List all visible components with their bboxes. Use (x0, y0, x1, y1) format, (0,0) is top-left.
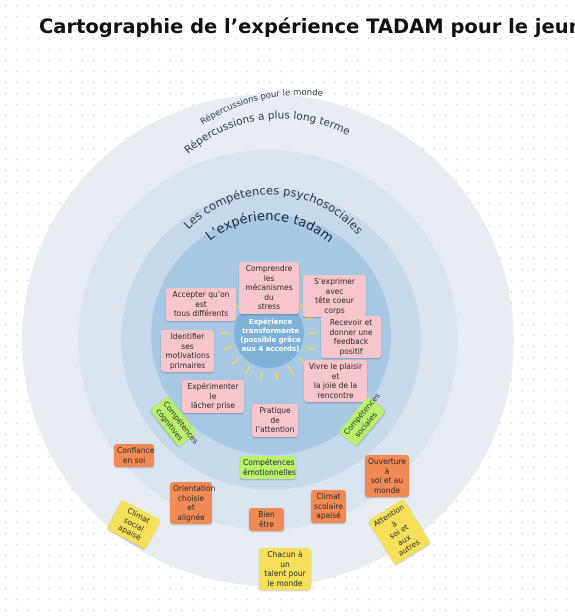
note-feedback: Recevoir et donner une feedback positif (321, 316, 381, 358)
sun-ray (288, 366, 294, 375)
sun-ray (305, 316, 314, 321)
sun-ray (224, 345, 233, 350)
note-understand-stress: Comprendre les mécanismes du stress (239, 262, 299, 314)
sun-ray (260, 371, 263, 381)
note-emotional-skills: Compétences émotionnelles (240, 456, 296, 479)
center-label: Expérience transformante (possible grâce… (240, 318, 301, 353)
note-accept-differences: Accepter qu’on est tous différents (166, 288, 236, 321)
page-title: Cartographie de l’expérience TADAM pour … (39, 15, 575, 38)
sun-ray (305, 345, 314, 350)
note-joy-of-meeting: Vivre le plaisir et la joie de la rencon… (304, 360, 367, 402)
note-attention-practice: Pratique de l’attention (252, 404, 298, 437)
sun-ray (232, 357, 240, 365)
note-express-yourself: S’exprimer avec tête coeur corps (303, 275, 366, 317)
note-orientation: Orientation choisie et alignée (170, 482, 215, 524)
note-wellbeing: Bien être (249, 508, 284, 531)
note-self-confidence: Confiance en soi (114, 444, 154, 467)
sun-ray (244, 366, 250, 375)
note-talent-for-world: Chacun à un talent pour le monde (259, 548, 311, 590)
center-circle (234, 298, 304, 368)
sun-ray (275, 371, 278, 381)
note-openness: Ouverture à soi et au monde (365, 455, 409, 497)
note-letting-go: Expérimenter le lâcher prise (182, 380, 244, 413)
note-school-climate: Climat scolaire apaisé (311, 490, 346, 523)
note-identify-motivations: Identifier ses motivations primaires (161, 330, 214, 372)
